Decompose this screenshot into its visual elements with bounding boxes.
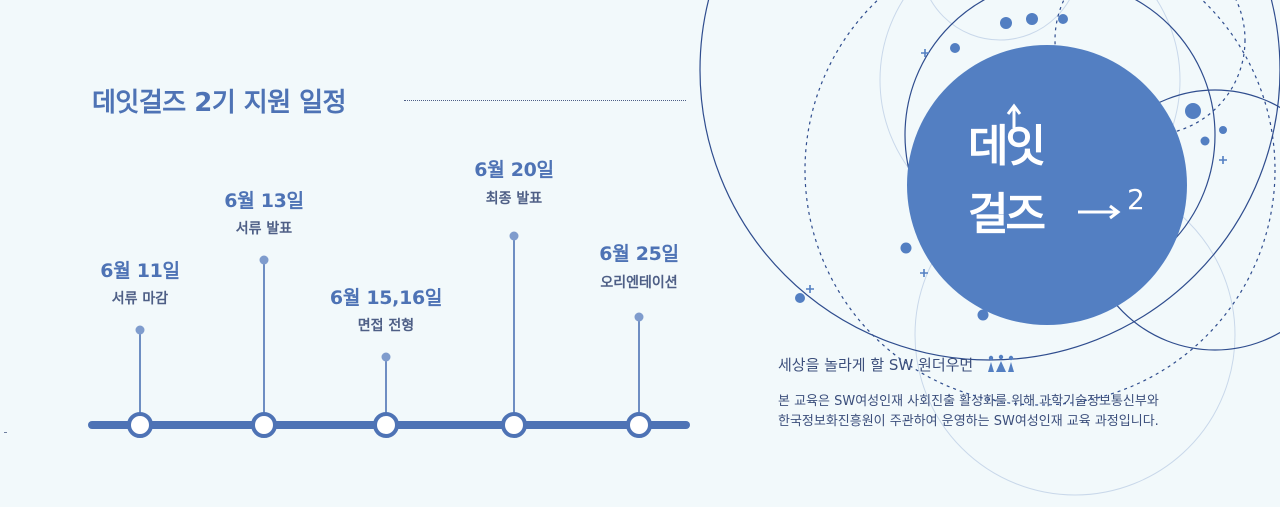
timeline-node [127, 412, 153, 438]
page-title: 데잇걸즈 2기 지원 일정 [92, 88, 347, 118]
timeline-event-label: 최종 발표 [485, 191, 543, 207]
timeline-event-label: 서류 발표 [235, 221, 293, 237]
timeline-marker [251, 255, 277, 438]
description-line-2: 한국정보화진흥원이 주관하여 운영하는 SW여성인재 교육 과정입니다. [778, 414, 1159, 429]
timeline-node [501, 412, 527, 438]
timeline-stem-dot [509, 231, 519, 241]
divider-tick [4, 432, 7, 433]
timeline-node [251, 412, 277, 438]
timeline-event-date: 6월 20일 [474, 159, 554, 181]
timeline-stem-dot [634, 312, 644, 322]
timeline-stem-dot [259, 255, 269, 265]
program-description: 본 교육은 SW여성인재 사회진출 활성화를 위해 과학기술정보통신부와 한국정… [778, 392, 1238, 432]
timeline-event-label: 면접 전형 [357, 318, 415, 334]
logo-line-2: 걸즈 [968, 189, 1046, 240]
timeline-node [373, 412, 399, 438]
logo-number: 2 [1127, 183, 1145, 216]
slogan-text: 세상을 놀라게 할 SW 원더우먼 [778, 356, 974, 374]
timeline-marker [127, 325, 153, 438]
timeline-stem-dot [135, 325, 145, 335]
timeline-marker [373, 352, 399, 438]
timeline-event-date: 6월 25일 [599, 243, 679, 265]
timeline-event-date: 6월 11일 [100, 260, 180, 282]
timeline-marker [501, 231, 527, 438]
timeline-event-label: 오리엔테이션 [600, 275, 678, 291]
wonderwoman-icon [988, 354, 1015, 372]
title-dotted-rule [404, 100, 686, 101]
logo-line-1: 데잇 [968, 121, 1046, 172]
slogan: 세상을 놀라게 할 SW 원더우먼 [778, 354, 1016, 375]
timeline-event-date: 6월 15,16일 [329, 287, 443, 309]
timeline-marker [626, 312, 652, 438]
timeline-stem-dot [381, 352, 391, 362]
timeline-node [626, 412, 652, 438]
timeline-event-date: 6월 13일 [224, 190, 304, 212]
timeline-event-label: 서류 마감 [111, 291, 169, 307]
description-line-1: 본 교육은 SW여성인재 사회진출 활성화를 위해 과학기술정보통신부와 [778, 394, 1159, 409]
